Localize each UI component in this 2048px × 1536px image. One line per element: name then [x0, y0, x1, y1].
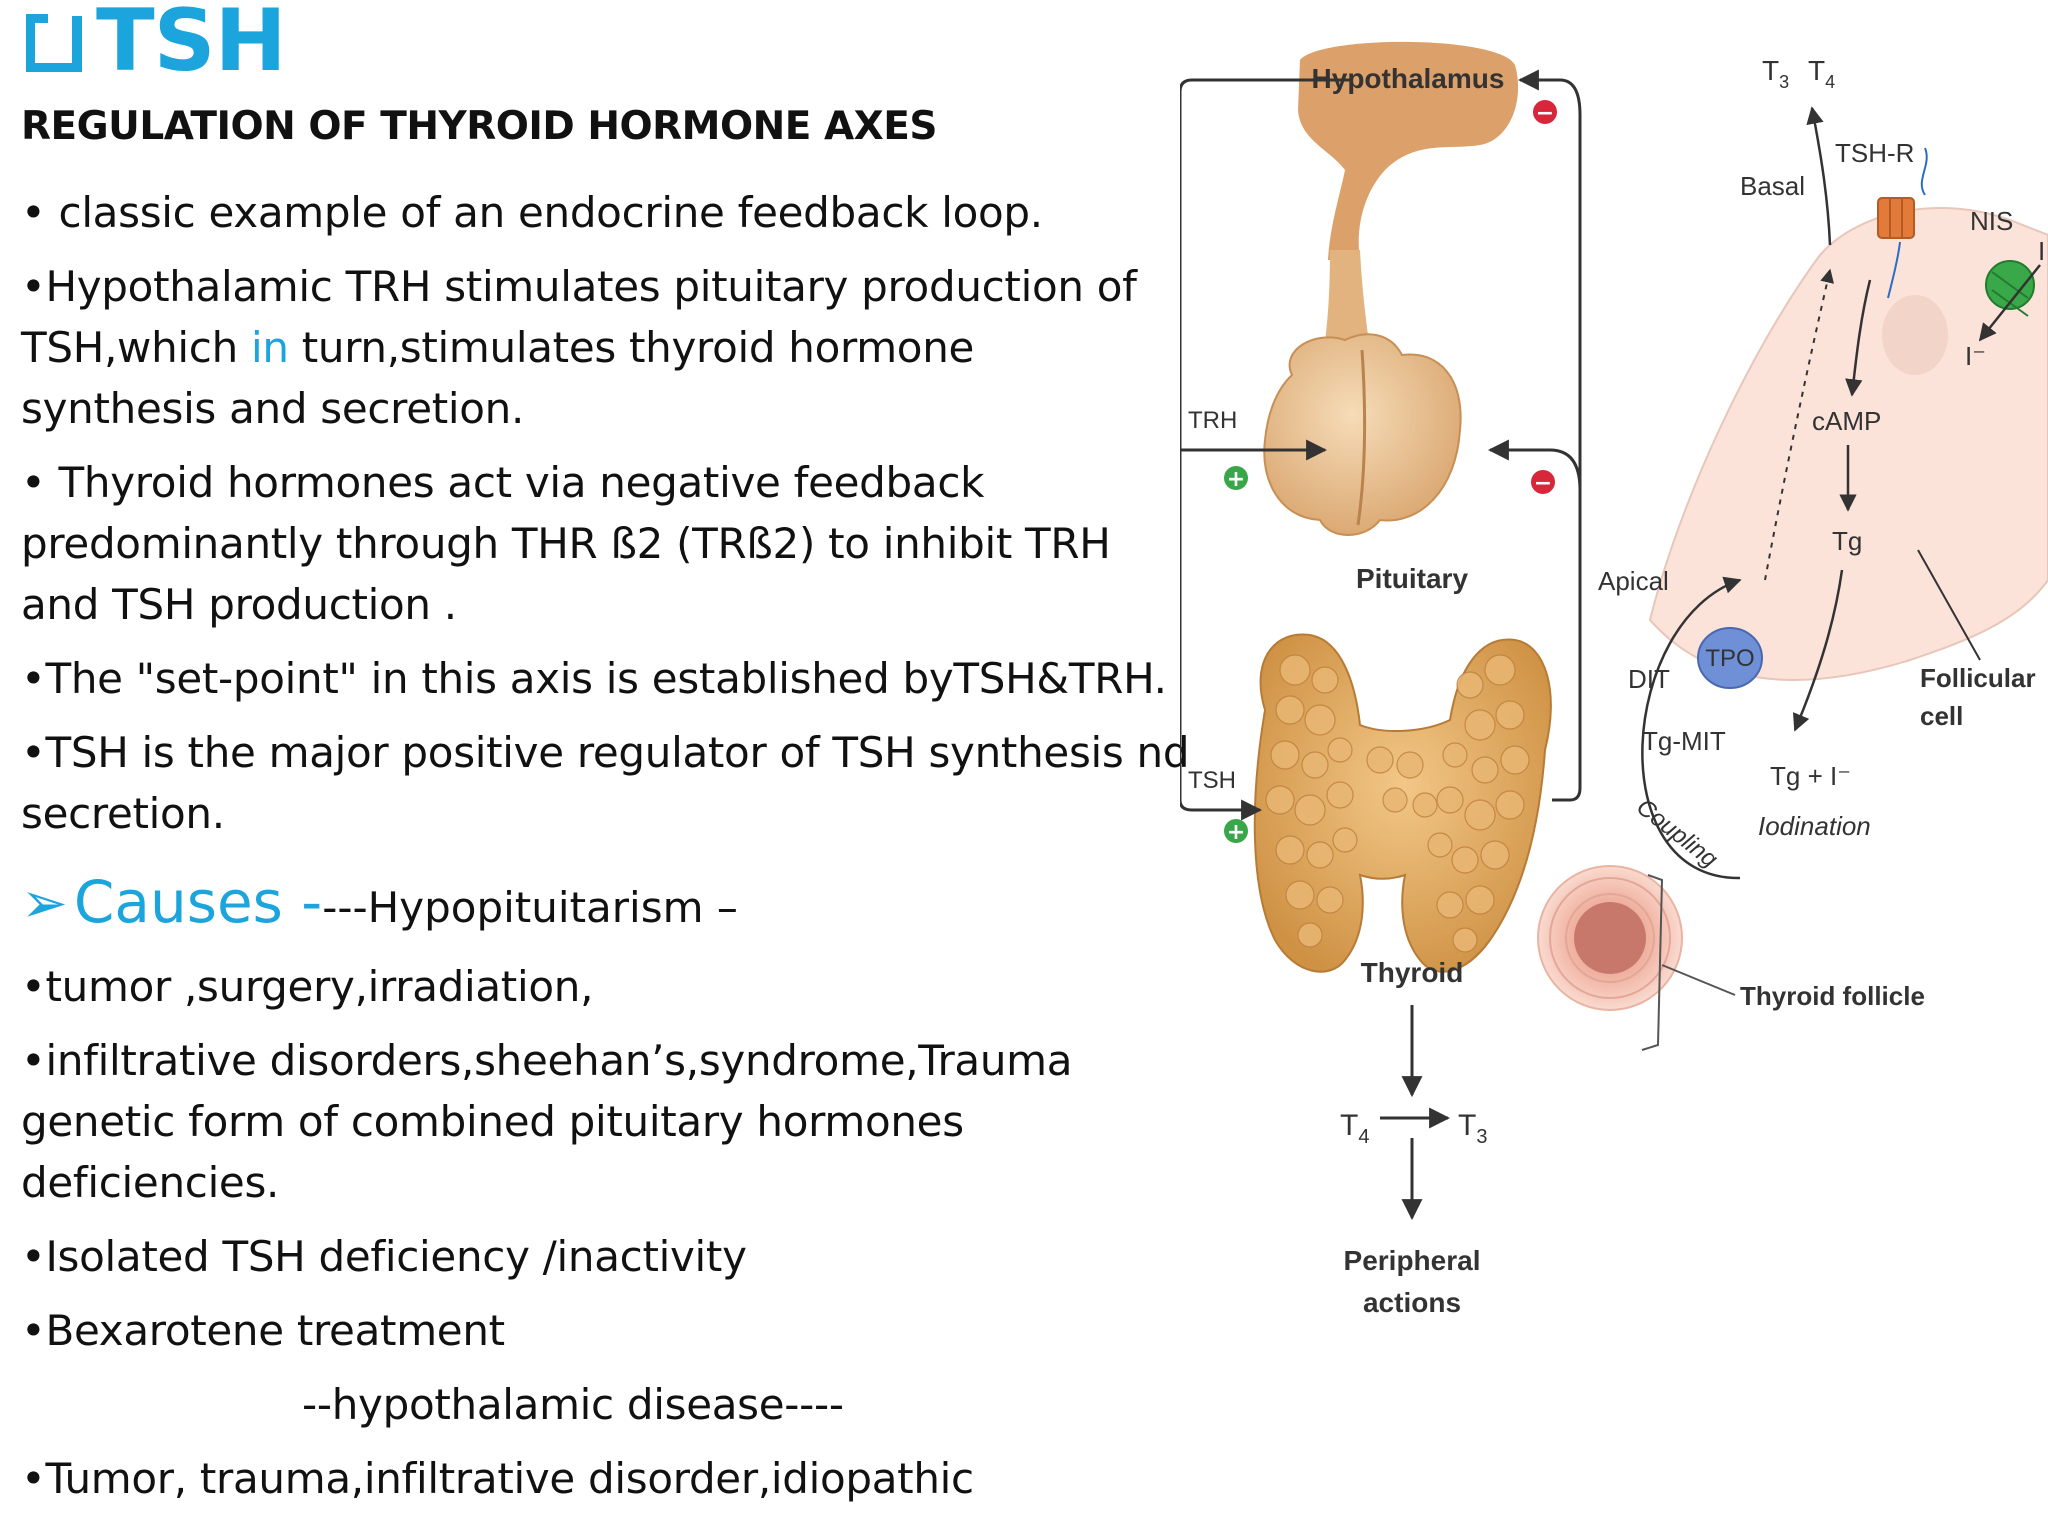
nis-label: NIS: [1970, 206, 2013, 236]
checkbox-bullet-icon: [26, 14, 82, 72]
iodide-edge-label: I: [2038, 236, 2045, 266]
pituitary-divider: [1356, 349, 1367, 526]
trh-pathway-line: [1180, 78, 1352, 461]
tsh-label: TSH: [1188, 767, 1236, 794]
cause-item-3: •Isolated TSH deficiency /inactivity: [21, 1232, 747, 1281]
nis-transporter-icon: [1985, 260, 2035, 317]
tpo-label: TPO: [1705, 645, 1754, 672]
pituitary-label: Pituitary: [1356, 563, 1468, 594]
paragraph-4: •The "set-point" in this axis is establi…: [21, 654, 1167, 703]
causes-label: Causes -: [73, 868, 323, 936]
title-text: TSH: [96, 0, 287, 91]
thyroid-label: Thyroid: [1361, 957, 1464, 988]
paragraph-5-line-2: secretion.: [21, 789, 225, 838]
secretion-arrow: [1806, 106, 1832, 246]
apical-label: Apical: [1598, 566, 1669, 596]
minus-badge-hypothalamus: −: [1533, 100, 1557, 126]
paragraph-3-line-2: predominantly through THR ß2 (TRß2) to i…: [21, 519, 1111, 568]
cell-t4-label: T4: [1808, 55, 1835, 92]
actions-label: actions: [1363, 1287, 1461, 1318]
p2-highlight: in: [250, 323, 289, 372]
endocytosis-dashed-arrow: [1764, 268, 1834, 581]
cause-item-2-line-2: genetic form of combined pituitary hormo…: [21, 1097, 964, 1146]
coupling-label: Coupling: [1631, 793, 1723, 873]
peripheral-label: Peripheral: [1344, 1245, 1481, 1276]
iodide-label: I⁻: [1965, 341, 1986, 371]
follicle-bracket: [1641, 874, 1664, 1051]
paragraph-2-line-1: •Hypothalamic TRH stimulates pituitary p…: [21, 262, 1137, 311]
thyroid-follicle-label: Thyroid follicle: [1740, 981, 1925, 1011]
tg-plus-iodide-label: Tg + I⁻: [1770, 761, 1851, 791]
slide-title: TSH: [26, 0, 287, 91]
pituitary-shape: [1263, 333, 1462, 536]
minus-badge-pituitary: −: [1531, 470, 1555, 496]
cell-label: cell: [1920, 701, 1963, 731]
tg-label: Tg: [1832, 526, 1862, 556]
tsh-pathway-line: [1180, 450, 1263, 821]
cause-item-6: •Tumor, trauma,infiltrative disorder,idi…: [21, 1454, 974, 1503]
paragraph-2-line-2: TSH,which in turn,stimulates thyroid hor…: [21, 317, 974, 378]
hypothalamus-shape: [1298, 41, 1519, 260]
tpo-enzyme-icon: [1697, 627, 1763, 689]
cause-item-1: •tumor ,surgery,irradiation,: [21, 962, 594, 1011]
thyroid-gland: [1253, 633, 1552, 973]
arrow-bullet-icon: ➢: [21, 871, 68, 936]
plus-sign: +: [1227, 467, 1245, 492]
nucleus: [1882, 295, 1948, 375]
tg-to-lumen-arrow: [1792, 569, 1844, 732]
paragraph-3-line-1: • Thyroid hormones act via negative feed…: [21, 458, 985, 507]
trh-label: TRH: [1188, 407, 1237, 434]
plus-badge-tsh: +: [1224, 819, 1248, 845]
p2-text-a: TSH,which: [21, 323, 251, 372]
subtitle: REGULATION OF THYROID HORMONE AXES: [21, 104, 937, 149]
cause-item-2-line-1: •infiltrative disorders,sheehan’s,syndro…: [21, 1036, 1073, 1085]
signal-arrow: [1845, 279, 1872, 397]
receptor-tail: [1887, 241, 1901, 299]
causes-subtitle: ---Hypopituitarism –: [322, 883, 738, 932]
causes-heading: ➢ Causes - ---Hypopituitarism –: [21, 868, 738, 936]
iodination-label: Iodination: [1758, 811, 1871, 841]
tg-mit-label: Tg-MIT: [1642, 726, 1726, 756]
follicular-cell: [1648, 206, 2048, 681]
cell-t3-label: T3: [1762, 55, 1789, 92]
thyroid-axis-diagram: Hypothalamus Pituitary Thy: [1180, 41, 2048, 1318]
coupling-loop-arrow: [1641, 576, 1742, 880]
paragraph-5-line-1: •TSH is the major positive regulator of …: [21, 728, 1190, 777]
receptor-ligand-line: [1920, 147, 1928, 196]
dit-label: DIT: [1628, 664, 1670, 694]
cause-item-5: --hypothalamic disease----: [302, 1380, 844, 1429]
minus-sign: −: [1536, 101, 1554, 126]
follicle-pointer-line: [1661, 964, 1736, 996]
pituitary-stalk: [1324, 250, 1370, 350]
iodide-uptake-arrow: [1978, 264, 2041, 342]
feedback-to-pituitary-line: [1487, 439, 1582, 491]
cause-item-2-line-3: deficiencies.: [21, 1158, 280, 1207]
plus-sign: +: [1227, 820, 1245, 845]
paragraph-2-line-3: synthesis and secretion.: [21, 384, 525, 433]
tsh-receptor-icon: [1877, 197, 1915, 239]
feedback-to-hypothalamus-line: [1517, 69, 1582, 802]
tsh-r-label: TSH-R: [1835, 138, 1914, 168]
paragraph-3-line-3: and TSH production .: [21, 580, 457, 629]
t3-label: T3: [1458, 1109, 1487, 1148]
paragraph-1: • classic example of an endocrine feedba…: [21, 188, 1043, 237]
thyroid-follicle: [1537, 865, 1683, 1011]
t4-label: T4: [1340, 1109, 1369, 1148]
follicular-label: Follicular: [1920, 663, 2036, 693]
p2-text-b: turn,stimulates thyroid hormone: [288, 323, 975, 372]
plus-badge-trh: +: [1224, 466, 1248, 492]
minus-sign: −: [1534, 471, 1552, 496]
follicular-cell-pointer: [1917, 549, 1981, 661]
camp-label: cAMP: [1812, 406, 1881, 436]
basal-label: Basal: [1740, 171, 1805, 201]
cause-item-4: •Bexarotene treatment: [21, 1306, 505, 1355]
